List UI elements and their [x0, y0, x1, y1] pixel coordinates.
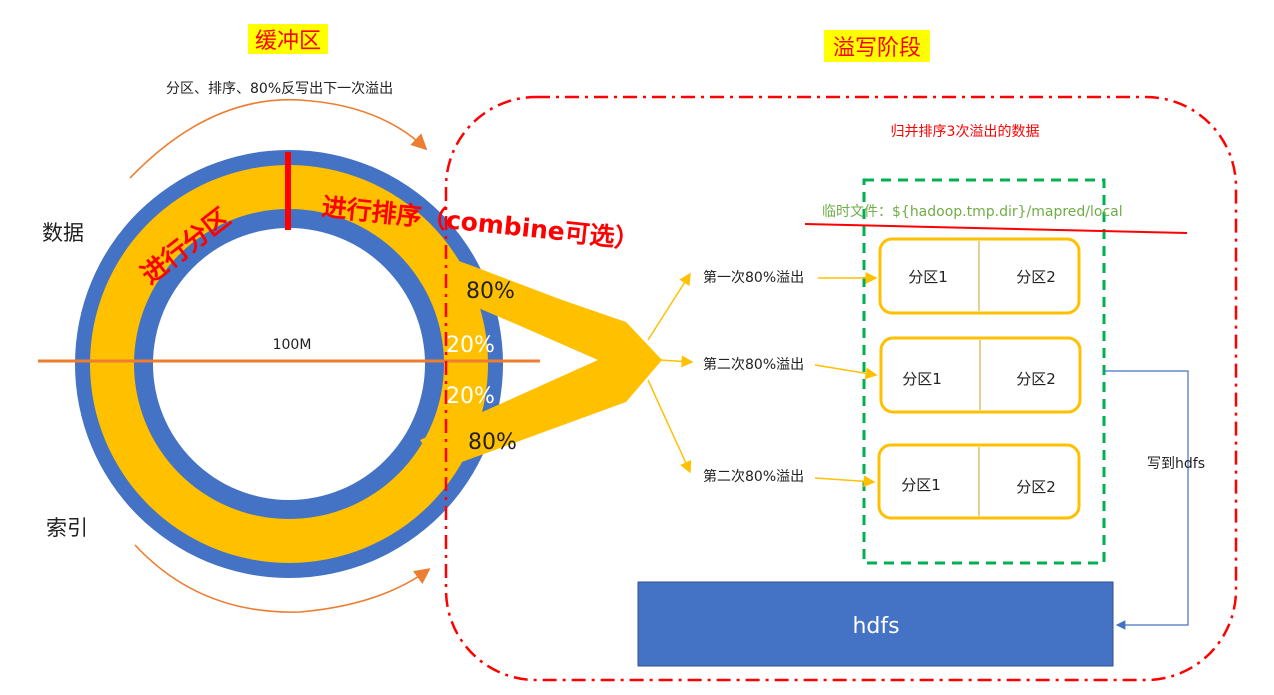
buffer-title: 缓冲区 [248, 24, 328, 54]
fan-arrow-1 [647, 272, 691, 341]
ring-description: 分区、排序、80%反写出下一次溢出 [166, 81, 393, 97]
hdfs-block [637, 581, 1114, 667]
pct-bottom-outer: 80% [468, 430, 517, 455]
spill-stage-title: 溢写阶段 [824, 30, 930, 62]
spill-stage-title-highlight [824, 30, 930, 62]
buffer-title-highlight [248, 24, 328, 54]
spill-1-partition-1: 分区1 [908, 268, 948, 286]
hdfs-label: hdfs [852, 614, 899, 639]
capacity-label: 100M [273, 337, 312, 353]
write-hdfs-label: 写到hdfs [1147, 456, 1205, 472]
spill-1-partition-2: 分区2 [1016, 268, 1056, 286]
index-label: 索引 [46, 516, 88, 540]
spill-3-arrow [814, 475, 876, 488]
spill-stage-title-text: 溢写阶段 [833, 36, 921, 61]
tmp-path-label: 临时文件：${hadoop.tmp.dir}/mapred/local [822, 204, 1123, 220]
spill-3-label: 第二次80%溢出 [703, 468, 804, 485]
spill-2-partition-1: 分区1 [902, 370, 942, 388]
flow-arrow [420, 258, 662, 470]
spill-1-label: 第一次80%溢出 [703, 269, 804, 286]
write-hdfs-connector [1104, 370, 1189, 630]
pct-top-inner: 20% [446, 333, 495, 358]
spill-3-partition-1: 分区1 [901, 476, 941, 494]
data-label: 数据 [42, 221, 84, 245]
spill-region-border [444, 95, 1238, 682]
spill-2-arrow [814, 364, 878, 380]
fan-arrow-2 [659, 355, 694, 368]
top-curved-arrow [129, 98, 428, 179]
fan-arrow-3 [647, 379, 692, 474]
pct-top-outer: 80% [466, 279, 515, 304]
spill-2-label: 第二次80%溢出 [703, 356, 804, 373]
spill-2-partition-2: 分区2 [1016, 370, 1056, 388]
ring-hole [153, 228, 425, 500]
bottom-curved-arrow [134, 544, 431, 613]
tmp-path-strike [804, 223, 1188, 234]
pct-bottom-inner: 20% [446, 384, 495, 409]
buffer-title-text: 缓冲区 [255, 29, 321, 54]
merge-label: 归并排序3次溢出的数据 [891, 123, 1040, 140]
spill-3-partition-2: 分区2 [1016, 478, 1056, 496]
